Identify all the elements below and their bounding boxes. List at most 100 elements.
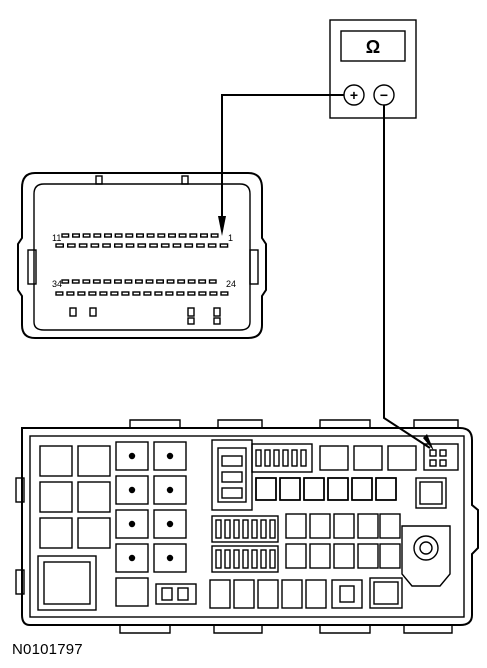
battery-stud	[401, 525, 451, 587]
connector-pin	[208, 279, 217, 284]
fuse	[285, 543, 307, 569]
mini-fuse	[233, 519, 240, 539]
connector-pin	[114, 233, 123, 238]
connector-face: 11 1 34 24	[17, 172, 267, 339]
connector-pin	[71, 233, 80, 238]
connector-pin	[103, 279, 112, 284]
connector-pin	[77, 291, 86, 296]
mini-fuse	[260, 519, 267, 539]
relay	[39, 517, 73, 549]
connector-side-rib	[27, 249, 37, 285]
connector-lock-tab	[95, 175, 103, 185]
negative-terminal-label: −	[380, 87, 388, 103]
fuse	[357, 513, 379, 539]
mounting-lug	[319, 419, 371, 428]
relay-terminal	[166, 520, 174, 528]
fuse	[351, 477, 373, 501]
relay	[39, 445, 73, 477]
relay	[305, 579, 327, 609]
side-clip	[15, 569, 25, 595]
connector-pin	[213, 317, 221, 325]
relay	[353, 445, 383, 471]
fuse	[255, 477, 277, 501]
relay	[233, 579, 255, 609]
relay	[319, 445, 349, 471]
ohmmeter: Ω + −	[329, 19, 417, 119]
fuse	[327, 477, 349, 501]
positive-probe-tip	[218, 216, 226, 236]
connector-pin	[137, 243, 147, 248]
relay	[153, 509, 187, 539]
connector-pin	[92, 279, 101, 284]
fuse-bank-cover	[217, 447, 247, 503]
figure-id: N0101797	[12, 641, 83, 658]
connector-pin	[165, 291, 174, 296]
connector-pin	[66, 243, 76, 248]
connector-pin	[176, 291, 185, 296]
fuse	[255, 477, 277, 501]
fuse	[333, 543, 355, 569]
pin-row-lower	[61, 279, 217, 284]
fuse	[327, 477, 349, 501]
junction-box-inner	[29, 435, 465, 618]
mounting-lug	[217, 419, 263, 428]
fuse	[161, 587, 173, 601]
mini-fuse	[224, 519, 231, 539]
mini-fuse	[260, 549, 267, 569]
mini-fuse-row	[211, 515, 279, 543]
fuse	[351, 477, 373, 501]
connector-pin	[219, 243, 229, 248]
connector-pin	[93, 233, 102, 238]
negative-probe-tip	[423, 434, 434, 451]
mini-fuse	[233, 549, 240, 569]
relay	[331, 579, 363, 609]
connector-pin	[113, 243, 123, 248]
mounting-lug	[213, 625, 263, 634]
mini-fuse	[251, 549, 258, 569]
connector-pin	[178, 233, 187, 238]
mini-fuse	[300, 449, 307, 467]
connector-pin	[132, 291, 141, 296]
fuse	[357, 543, 379, 569]
fuse	[255, 477, 277, 501]
connector-pin	[149, 243, 158, 248]
relay-block-left	[37, 445, 111, 611]
fuse	[327, 477, 349, 501]
relay-terminal	[128, 520, 136, 528]
mini-fuse	[224, 549, 231, 569]
connector-side-rib	[249, 249, 259, 285]
connector-pin	[166, 279, 175, 284]
mini-fuse	[269, 519, 276, 539]
cartridge-fuse	[221, 471, 243, 483]
fuse	[303, 477, 325, 501]
mini-fuse	[242, 519, 249, 539]
connector-pin	[167, 233, 176, 238]
connector-pin	[99, 291, 108, 296]
connector-pin	[135, 233, 144, 238]
fuse-block-center	[211, 439, 313, 573]
relay-terminal	[128, 486, 136, 494]
connector-pin	[90, 243, 100, 248]
connector-pin	[134, 279, 143, 284]
connector-pin	[61, 279, 70, 284]
relay	[153, 475, 187, 505]
fuse	[333, 513, 355, 539]
connector-pin	[196, 243, 205, 248]
negative-test-lead	[383, 105, 431, 449]
fuse	[309, 543, 331, 569]
connector-pin	[69, 307, 77, 317]
connector-pin	[89, 307, 97, 317]
connector-pin	[78, 243, 88, 248]
connector-pin	[184, 243, 194, 248]
connector-pin	[121, 291, 130, 296]
fuse	[375, 477, 397, 501]
fuse	[279, 477, 301, 501]
pin-row-bottom	[69, 307, 221, 325]
fuse	[379, 513, 401, 539]
relay-terminal	[166, 486, 174, 494]
ohm-symbol: Ω	[366, 37, 380, 57]
connector-pin	[55, 243, 65, 248]
connector-pin	[187, 317, 195, 325]
connector-pin	[160, 243, 170, 248]
